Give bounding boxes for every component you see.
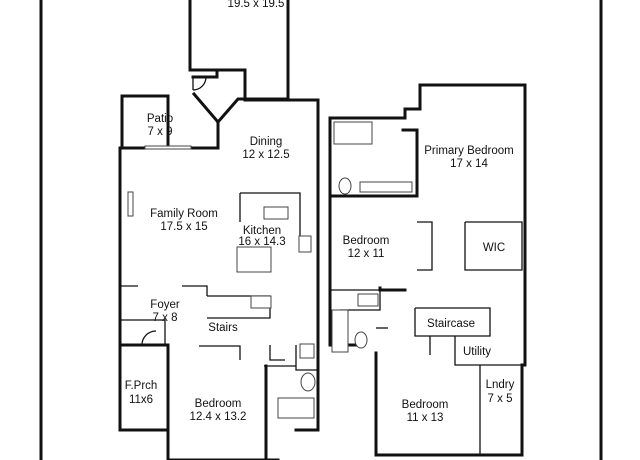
family-room-size-label: 17.5 x 15 xyxy=(160,221,207,233)
utility-label: Utility xyxy=(463,346,491,358)
front-porch-name-label: F.Prch xyxy=(125,380,158,392)
laundry-name-label: Lndry xyxy=(486,379,515,391)
primary-bedroom-name-label: Primary Bedroom xyxy=(424,145,513,157)
kitchen-name-label: Kitchen xyxy=(243,225,281,237)
left-wing-walls xyxy=(118,0,320,460)
patio-name-label: Patio xyxy=(147,113,173,125)
laundry-size-label: 7 x 5 xyxy=(488,393,513,405)
foyer-name-label: Foyer xyxy=(150,299,180,311)
bedroom-2-name-label: Bedroom xyxy=(343,235,390,247)
bedroom-1-size-label: 12.4 x 13.2 xyxy=(190,411,247,423)
bedroom-1-name-label: Bedroom xyxy=(195,398,242,410)
primary-bedroom-size-label: 17 x 14 xyxy=(450,158,488,170)
wic-label: WIC xyxy=(483,242,505,254)
bedroom-2-size-label: 12 x 11 xyxy=(348,248,385,260)
stairs-label: Stairs xyxy=(208,322,238,334)
foyer-size-label: 7 x 8 xyxy=(153,312,178,324)
dining-name-label: Dining xyxy=(250,136,283,148)
bedroom-3-size-label: 11 x 13 xyxy=(407,412,444,424)
dining-size-label: 12 x 12.5 xyxy=(242,149,289,161)
garage-size-label: 19.5 x 19.5 xyxy=(228,0,285,10)
bedroom-3-name-label: Bedroom xyxy=(402,399,449,411)
family-room-name-label: Family Room xyxy=(150,208,218,220)
front-porch-size-label: 11x6 xyxy=(129,394,153,406)
room-labels: 19.5 x 19.5 Patio 7 x 9 Dining 12 x 12.5… xyxy=(125,0,515,424)
kitchen-size-label: 16 x 14.3 xyxy=(238,236,285,248)
patio-size-label: 7 x 9 xyxy=(148,126,173,138)
right-wing-walls xyxy=(328,83,527,457)
staircase-label: Staircase xyxy=(427,318,475,330)
